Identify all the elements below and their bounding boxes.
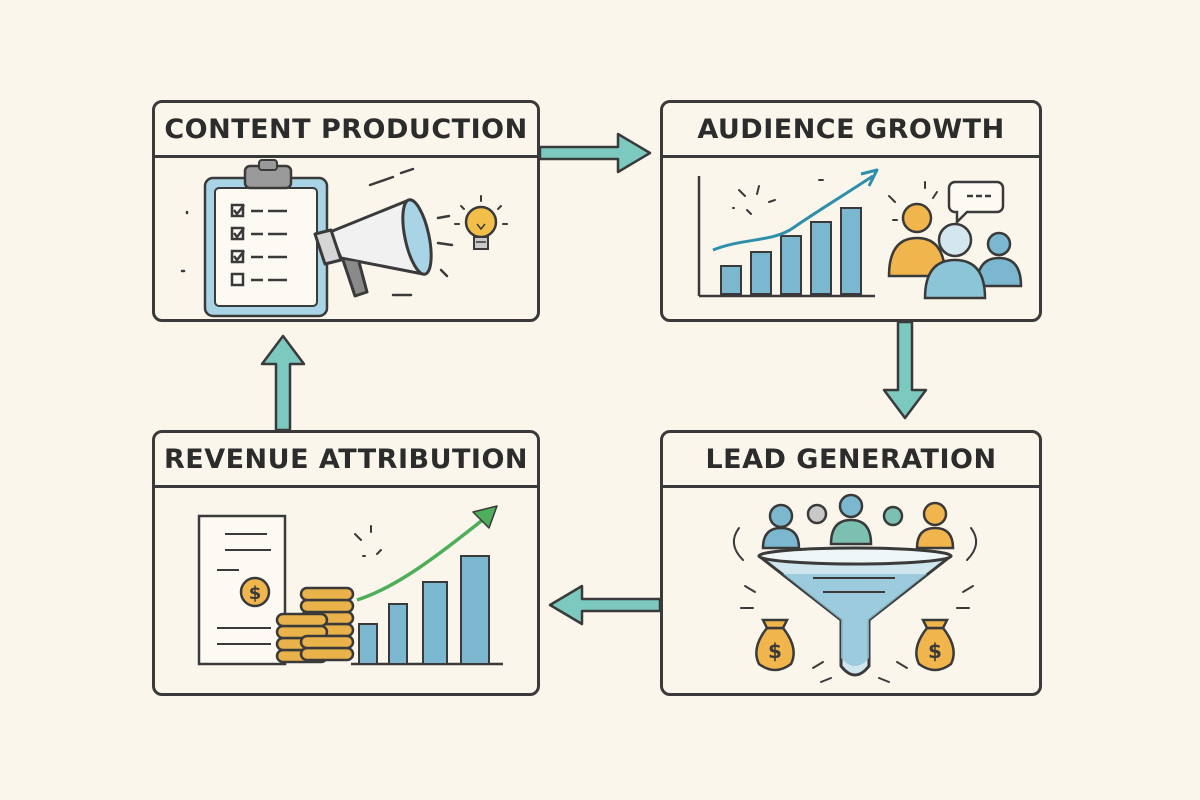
- stage-content-production: CONTENT PRODUCTION: [152, 100, 540, 322]
- arrow-down: [882, 320, 928, 420]
- audience-growth-illustration: [697, 168, 1023, 300]
- stage-revenue-attribution: REVENUE ATTRIBUTION $: [152, 430, 540, 696]
- coin-stack-icon: [275, 586, 355, 664]
- invoice-document-icon: $: [197, 514, 287, 666]
- motion-lines: [180, 167, 454, 297]
- funnel-icon: [757, 546, 953, 677]
- growth-bar-chart-icon: [697, 168, 879, 298]
- stage-title: AUDIENCE GROWTH: [663, 103, 1039, 158]
- people-group-icon: [887, 202, 1023, 300]
- svg-text:$: $: [928, 639, 942, 663]
- stage-lead-generation: LEAD GENERATION $: [660, 430, 1042, 696]
- speech-bubble-icon: [947, 180, 1005, 226]
- lead-generation-illustration: $ $: [732, 493, 978, 683]
- stage-title: REVENUE ATTRIBUTION: [155, 433, 537, 488]
- people-icon: [761, 493, 955, 550]
- growth-bar-chart-icon: [351, 505, 503, 666]
- stage-title: LEAD GENERATION: [663, 433, 1039, 488]
- stage-title: CONTENT PRODUCTION: [155, 103, 537, 158]
- stage-audience-growth: AUDIENCE GROWTH: [660, 100, 1042, 322]
- arrow-up: [260, 334, 306, 432]
- money-bag-icon: $: [915, 618, 955, 672]
- arrow-left: [548, 584, 662, 626]
- megaphone-icon: [313, 198, 433, 298]
- svg-text:$: $: [768, 639, 782, 663]
- svg-text:$: $: [249, 583, 262, 604]
- revenue-attribution-illustration: $: [197, 505, 503, 666]
- money-bag-icon: $: [755, 618, 795, 672]
- content-production-illustration: [180, 159, 508, 318]
- clipboard-checklist-icon: [203, 159, 329, 318]
- lightbulb-icon: [454, 195, 508, 250]
- arrow-right: [538, 132, 652, 174]
